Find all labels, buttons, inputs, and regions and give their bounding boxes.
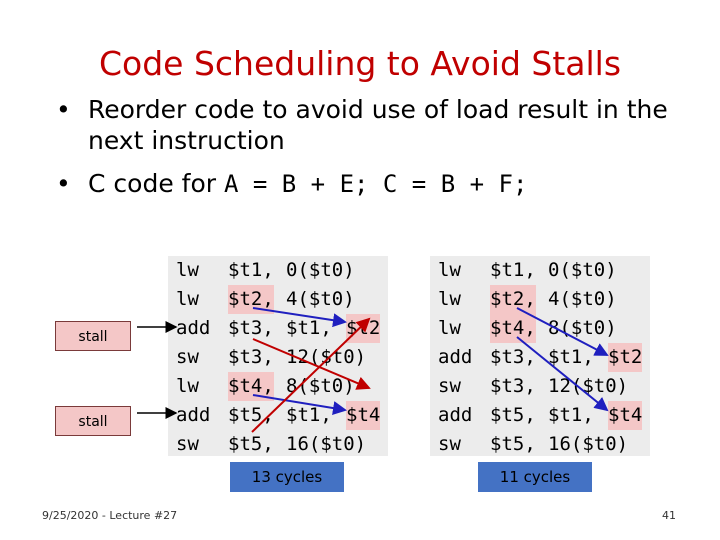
- dest-register: $t1,: [490, 259, 536, 281]
- bullet-text: C code for: [88, 169, 224, 198]
- operand: 12($t0): [286, 346, 367, 368]
- bullet-item: • C code for A = B + E; C = B + F;: [56, 168, 706, 200]
- dest-register: $t5,: [228, 404, 274, 426]
- operand: 16($t0): [286, 433, 367, 455]
- dest-register: $t5,: [490, 433, 536, 455]
- operand: $t1,: [286, 404, 332, 426]
- operand: $t2: [608, 343, 643, 372]
- dependency-arrow: [252, 338, 371, 390]
- stall-label: stall: [55, 321, 131, 351]
- opcode: lw: [438, 259, 461, 281]
- bullet-item: • Reorder code to avoid use of load resu…: [56, 94, 706, 156]
- code-line: lw$t2,4($t0): [168, 285, 388, 314]
- opcode: add: [438, 346, 473, 368]
- opcode: add: [176, 404, 211, 426]
- opcode: sw: [438, 375, 461, 397]
- operand: 16($t0): [548, 433, 629, 455]
- dest-register: $t4,: [490, 314, 536, 343]
- cycle-count-reordered: 11 cycles: [478, 462, 592, 492]
- opcode: add: [438, 404, 473, 426]
- code-line: add $t5, $t1, $t4: [168, 401, 388, 430]
- code-line: sw $t3, 12($t0): [168, 343, 388, 372]
- dest-register: $t3,: [490, 375, 536, 397]
- c-code-snippet: A = B + E; C = B + F;: [223, 170, 528, 198]
- code-line: sw $t5, 16($t0): [168, 430, 388, 459]
- operand: $t1,: [548, 346, 594, 368]
- code-line: lw $t1, 0($t0): [168, 256, 388, 285]
- code-line: add $t3, $t1, $t2: [430, 343, 650, 372]
- dependency-arrow: [251, 317, 371, 433]
- dest-register: $t1,: [228, 259, 274, 281]
- code-line: add $t5, $t1, $t4: [430, 401, 650, 430]
- code-line: lw$t4,8($t0): [168, 372, 388, 401]
- operand: $t4: [346, 401, 381, 430]
- dependency-arrow: [516, 336, 609, 412]
- opcode: add: [176, 317, 211, 339]
- dest-register: $t3,: [228, 317, 274, 339]
- footer-date: 9/25/2020 - Lecture #27: [42, 509, 178, 522]
- page-number: 41: [662, 509, 676, 522]
- operand: 0($t0): [548, 259, 617, 281]
- code-line: sw $t3, 12($t0): [430, 372, 650, 401]
- operand: $t1,: [286, 317, 332, 339]
- dependency-arrow: [252, 307, 347, 328]
- bullet-dot-icon: •: [56, 95, 71, 124]
- operand: 0($t0): [286, 259, 355, 281]
- operand: $t1,: [548, 404, 594, 426]
- code-line: sw $t5, 16($t0): [430, 430, 650, 459]
- operand: 8($t0): [286, 375, 355, 397]
- opcode: lw: [438, 288, 461, 310]
- bullet-list: • Reorder code to avoid use of load resu…: [56, 94, 706, 212]
- dest-register: $t3,: [228, 346, 274, 368]
- code-line: lw $t2, 4($t0): [430, 285, 650, 314]
- opcode: lw: [176, 259, 199, 281]
- opcode: sw: [176, 346, 199, 368]
- operand: 4($t0): [286, 288, 355, 310]
- opcode: sw: [176, 433, 199, 455]
- operand: $t4: [608, 401, 643, 430]
- dest-register: $t5,: [228, 433, 274, 455]
- opcode: lw: [176, 288, 199, 310]
- code-line: lw $t1, 0($t0): [430, 256, 650, 285]
- stall-label: stall: [55, 406, 131, 436]
- dest-register: $t5,: [490, 404, 536, 426]
- operand: 4($t0): [548, 288, 617, 310]
- cycle-count-original: 13 cycles: [230, 462, 344, 492]
- slide-title: Code Scheduling to Avoid Stalls: [98, 44, 622, 83]
- bullet-text: Reorder code to avoid use of load result…: [88, 95, 668, 155]
- dest-register: $t3,: [490, 346, 536, 368]
- dependency-arrow: [252, 394, 347, 415]
- dest-register: $t2,: [490, 285, 536, 314]
- opcode: lw: [176, 375, 199, 397]
- code-block-reordered: lw$t1,0($t0)lw$t2,4($t0)lw$t4,8($t0)add$…: [430, 256, 650, 456]
- operand: 12($t0): [548, 375, 629, 397]
- opcode: sw: [438, 433, 461, 455]
- opcode: lw: [438, 317, 461, 339]
- bullet-dot-icon: •: [56, 169, 71, 198]
- dependency-arrow: [516, 307, 609, 356]
- code-line: lw$t4,8($t0): [430, 314, 650, 343]
